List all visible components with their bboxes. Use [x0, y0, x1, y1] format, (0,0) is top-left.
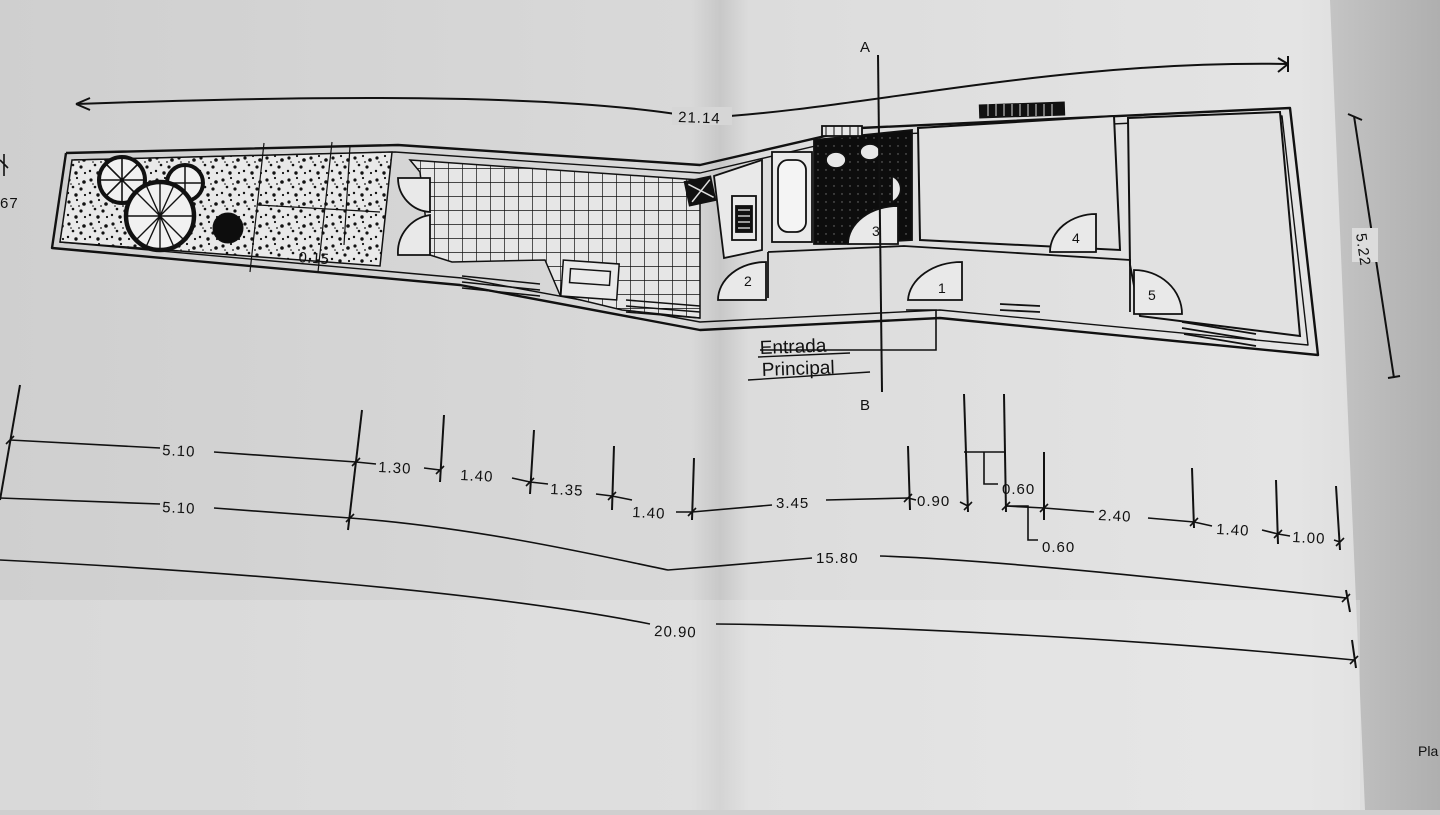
garden-grid-lines	[249, 141, 381, 273]
stair-block	[461, 259, 701, 319]
dim-row1-7: 0.60	[1002, 481, 1035, 498]
tiled-floor	[408, 159, 701, 319]
door-label-4: 4	[1072, 230, 1080, 246]
side-height-value: 5.22	[1352, 232, 1373, 267]
dim-row1-sub: 0.60	[1042, 539, 1075, 556]
bedrooms	[916, 101, 1302, 338]
garden-plants	[97, 155, 244, 253]
door-label-2: 2	[744, 273, 752, 289]
entrance-step	[760, 309, 937, 351]
section-label-b: B	[860, 397, 871, 414]
dim-row1-1: 1.30	[378, 459, 412, 478]
corner-text: Pla	[1418, 743, 1438, 759]
dimension-chain-1	[5, 435, 1345, 547]
dim-row1-4: 1.40	[632, 504, 666, 523]
dim-row2: 5.10	[162, 499, 196, 518]
dim-row1-3: 1.35	[550, 481, 584, 500]
plan-outline	[50, 106, 1320, 357]
dimension-chain-2	[0, 497, 1351, 603]
kitchen	[713, 158, 763, 260]
dim-row1-10: 1.00	[1292, 529, 1326, 548]
entrance-doors-left	[397, 177, 431, 256]
section-line	[877, 54, 883, 393]
dim-row4: 20.90	[654, 623, 697, 641]
dim-row1-0: 5.10	[162, 442, 196, 461]
door-2	[717, 261, 767, 301]
garden-mark: 0.15	[298, 250, 330, 268]
overall-top-value: 21.14	[678, 109, 721, 127]
door-4	[1049, 213, 1097, 253]
door-label-3: 3	[872, 223, 880, 239]
door-label-1: 1	[938, 280, 946, 296]
section-label-a: A	[860, 39, 871, 56]
door-swings	[717, 205, 1183, 315]
entrance-label-line2: Principal	[761, 357, 835, 381]
door-1	[907, 261, 963, 301]
dim-row1-5: 3.45	[776, 495, 809, 512]
dimension-chain-4	[0, 559, 1359, 665]
dim-row1-6: 0.90	[917, 493, 950, 510]
door-3	[847, 205, 899, 245]
door-label-5: 5	[1148, 287, 1156, 303]
entrance-label-line1: Entrada	[759, 336, 827, 359]
dim-row3: 15.80	[816, 550, 859, 567]
dim-row1-2: 1.40	[460, 467, 494, 486]
corridor	[767, 245, 1257, 347]
dim-row1-8: 2.40	[1098, 507, 1132, 526]
dim-row1-9: 1.40	[1216, 521, 1250, 540]
door-5	[1133, 269, 1183, 315]
left-cut-label: 67	[0, 195, 19, 212]
